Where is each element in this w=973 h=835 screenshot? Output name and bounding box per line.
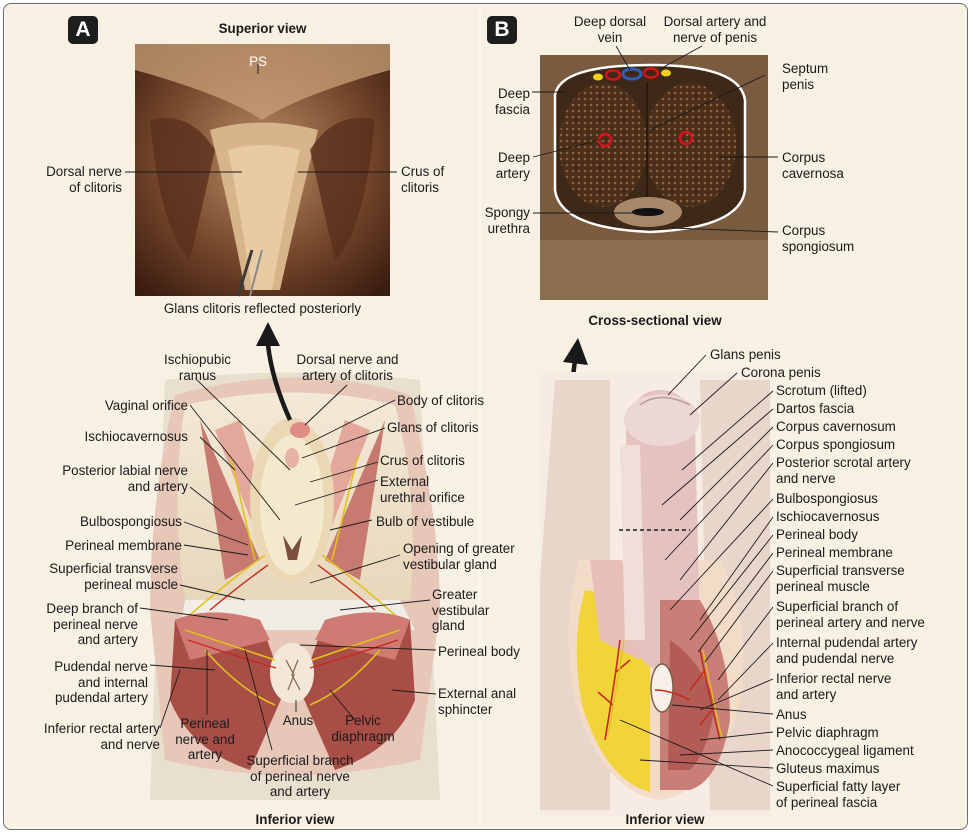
panel-b-bottom-leader-lines [619,354,774,787]
cross-section-photo [540,55,768,300]
label-superficial-branch-b: Superficial branch of perineal artery an… [776,599,925,630]
label-perineal-body-b: Perineal body [776,527,858,542]
label-crus-of-clitoris: Crus of clitoris [380,453,465,468]
label-dorsal-nerve-of-clitoris: Dorsal nerve of clitoris [46,164,122,195]
label-bulbospongiosus-b: Bulbospongiosus [776,491,878,506]
label-ischiopubic-ramus: Ischiopubic ramus [164,352,231,383]
label-posterior-scrotal: Posterior scrotal artery and nerve [776,455,911,486]
panel-b-badge: B [487,16,517,44]
label-corpus-spongiosum: Corpus spongiosum [776,437,896,452]
label-body-of-clitoris: Body of clitoris [397,393,485,408]
label-greater-vestibular-gland: Greater vestibular gland [432,587,490,633]
label-corona-penis: Corona penis [741,365,821,380]
label-glans-of-clitoris: Glans of clitoris [387,420,479,435]
label-superficial-fatty-layer: Superficial fatty layer of perineal fasc… [776,779,901,810]
label-deep-artery: Deep artery [495,150,530,181]
label-pelvic-diaphragm-a: Pelvic diaphragm [331,713,395,744]
inferior-view-title-a: Inferior view [255,812,335,827]
label-deep-fascia: Deep fascia [495,86,530,117]
label-anococcygeal-ligament: Anococcygeal ligament [776,743,914,758]
label-perineal-nerve-artery: Perineal nerve and artery [175,716,235,762]
label-corpus-cavernosum: Corpus cavernosum [776,419,896,434]
superior-view-title: Superior view [218,21,307,36]
label-superficial-transverse: Superficial transverse perineal muscle [49,561,178,592]
label-glans-reflected: Glans clitoris reflected posteriorly [163,301,362,316]
label-bulb-of-vestibule: Bulb of vestibule [376,514,475,529]
label-ps: PS [249,54,267,69]
panel-a-badge: A [68,16,98,44]
male-perineum-illustration [540,372,770,817]
panel-a-leader-lines [125,64,437,751]
label-external-urethral-orifice: External urethral orifice [380,474,465,505]
label-pudendal-nerve: Pudendal nerve and internal pudendal art… [54,659,148,705]
label-corpus-cavernosa: Corpus cavernosa [782,150,844,181]
label-anus-b: Anus [776,707,807,722]
label-inferior-rectal: Inferior rectal artery and nerve [43,721,160,752]
label-bulbospongiosus: Bulbospongiosus [80,514,182,529]
label-corpus-spongiosum-top: Corpus spongiosum [782,223,855,254]
superior-view-photo [135,44,390,297]
label-crus-of-clitoris-top: Crus of clitoris [401,164,445,195]
label-external-anal-sphincter: External anal sphincter [438,686,517,717]
label-perineal-membrane: Perineal membrane [65,538,182,553]
label-anus-a: Anus [282,713,314,728]
panel-a-arrow [256,322,293,421]
label-inferior-rectal-b: Inferior rectal nerve and artery [776,671,892,702]
label-internal-pudendal: Internal pudendal artery and pudendal ne… [776,635,918,666]
label-dorsal-artery-nerve-penis: Dorsal artery and nerve of penis [663,14,767,45]
panel-b-top-leader-lines [532,45,779,233]
label-posterior-labial: Posterior labial nerve and artery [62,463,188,494]
label-perineal-body-a: Perineal body [438,644,520,659]
cross-sectional-view-title: Cross-sectional view [588,313,722,328]
label-pelvic-diaphragm-b: Pelvic diaphragm [776,725,879,740]
label-ischiocavernosus-b: Ischiocavernosus [776,509,880,524]
label-deep-dorsal-vein: Deep dorsal vein [573,14,647,45]
label-glans-penis: Glans penis [710,347,781,362]
label-opening-greater-vestibular: Opening of greater vestibular gland [403,541,515,572]
label-spongy-urethra: Spongy urethra [484,205,530,236]
label-superficial-transverse-b: Superficial transverse perineal muscle [776,563,905,594]
label-vaginal-orifice: Vaginal orifice [104,398,188,413]
label-perineal-membrane-b: Perineal membrane [776,545,893,560]
label-gluteus-maximus: Gluteus maximus [776,761,880,776]
label-dartos-fascia: Dartos fascia [776,401,855,416]
label-scrotum-lifted: Scrotum (lifted) [776,383,867,398]
female-perineum-illustration [150,372,440,800]
inferior-view-title-b: Inferior view [625,812,705,827]
label-ischiocavernosus: Ischiocavernosus [84,429,188,444]
label-dorsal-nerve-artery-clitoris: Dorsal nerve and artery of clitoris [296,352,399,383]
label-superficial-branch-a: Superficial branch of perineal nerve and… [246,753,354,799]
label-deep-branch: Deep branch of perineal nerve and artery [46,601,138,647]
label-septum-penis: Septum penis [782,61,829,92]
